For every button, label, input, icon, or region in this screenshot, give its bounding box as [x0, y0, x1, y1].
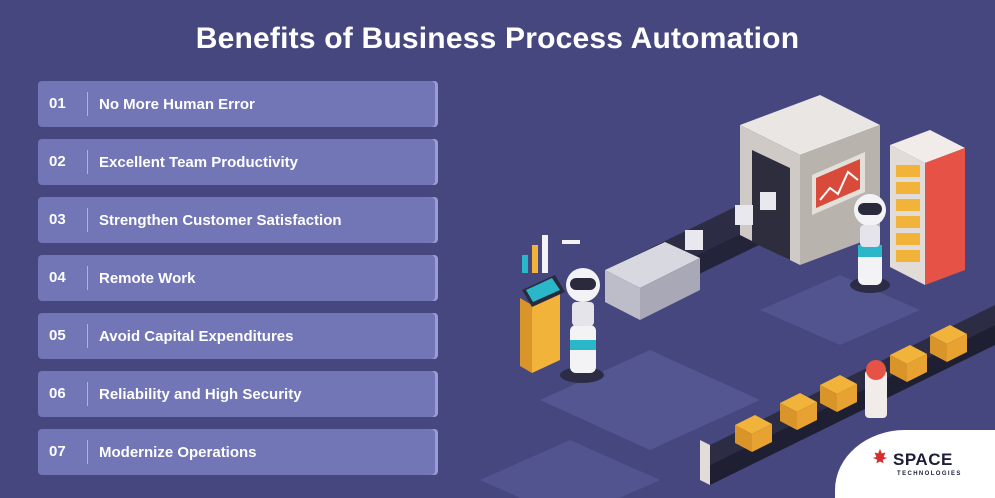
list-item: 01 No More Human Error: [38, 81, 438, 127]
item-label: Avoid Capital Expenditures: [99, 327, 294, 345]
list-item: 06 Reliability and High Security: [38, 371, 438, 417]
item-number: 03: [38, 208, 88, 232]
floor-tile: [480, 440, 660, 498]
floor-tile: [760, 275, 920, 345]
maple-leaf-icon: [872, 448, 888, 464]
item-number: 05: [38, 324, 88, 348]
server-rack: [890, 130, 965, 285]
scanner-arm: [865, 360, 887, 418]
item-number: 01: [38, 92, 88, 116]
item-label: Reliability and High Security: [99, 385, 302, 403]
logo-tagline: TECHNOLOGIES: [897, 471, 962, 477]
package-boxes: [735, 325, 967, 452]
item-label: Modernize Operations: [99, 443, 257, 461]
logo-name: SPACE: [893, 450, 953, 469]
item-label: Strengthen Customer Satisfaction: [99, 211, 342, 229]
item-number: 04: [38, 266, 88, 290]
item-label: Remote Work: [99, 269, 196, 287]
list-item: 02 Excellent Team Productivity: [38, 139, 438, 185]
list-item: 05 Avoid Capital Expenditures: [38, 313, 438, 359]
package-box: [735, 205, 753, 225]
list-item: 03 Strengthen Customer Satisfaction: [38, 197, 438, 243]
page-title: Benefits of Business Process Automation: [195, 22, 800, 55]
item-number: 07: [38, 440, 88, 464]
robot-left: [560, 268, 604, 383]
automation-illustration: [480, 95, 995, 498]
floating-chart-icon: [522, 235, 580, 273]
item-number: 02: [38, 150, 88, 174]
list-item: 04 Remote Work: [38, 255, 438, 301]
item-label: No More Human Error: [99, 95, 255, 113]
item-label: Excellent Team Productivity: [99, 153, 298, 171]
company-logo: SPACE TECHNOLOGIES: [835, 430, 995, 498]
list-item: 07 Modernize Operations: [38, 429, 438, 475]
package-box: [685, 230, 703, 250]
machine-housing: [740, 95, 880, 265]
item-number: 06: [38, 382, 88, 406]
package-box: [760, 192, 776, 210]
robot-right: [850, 194, 890, 293]
kiosk: [520, 275, 565, 373]
